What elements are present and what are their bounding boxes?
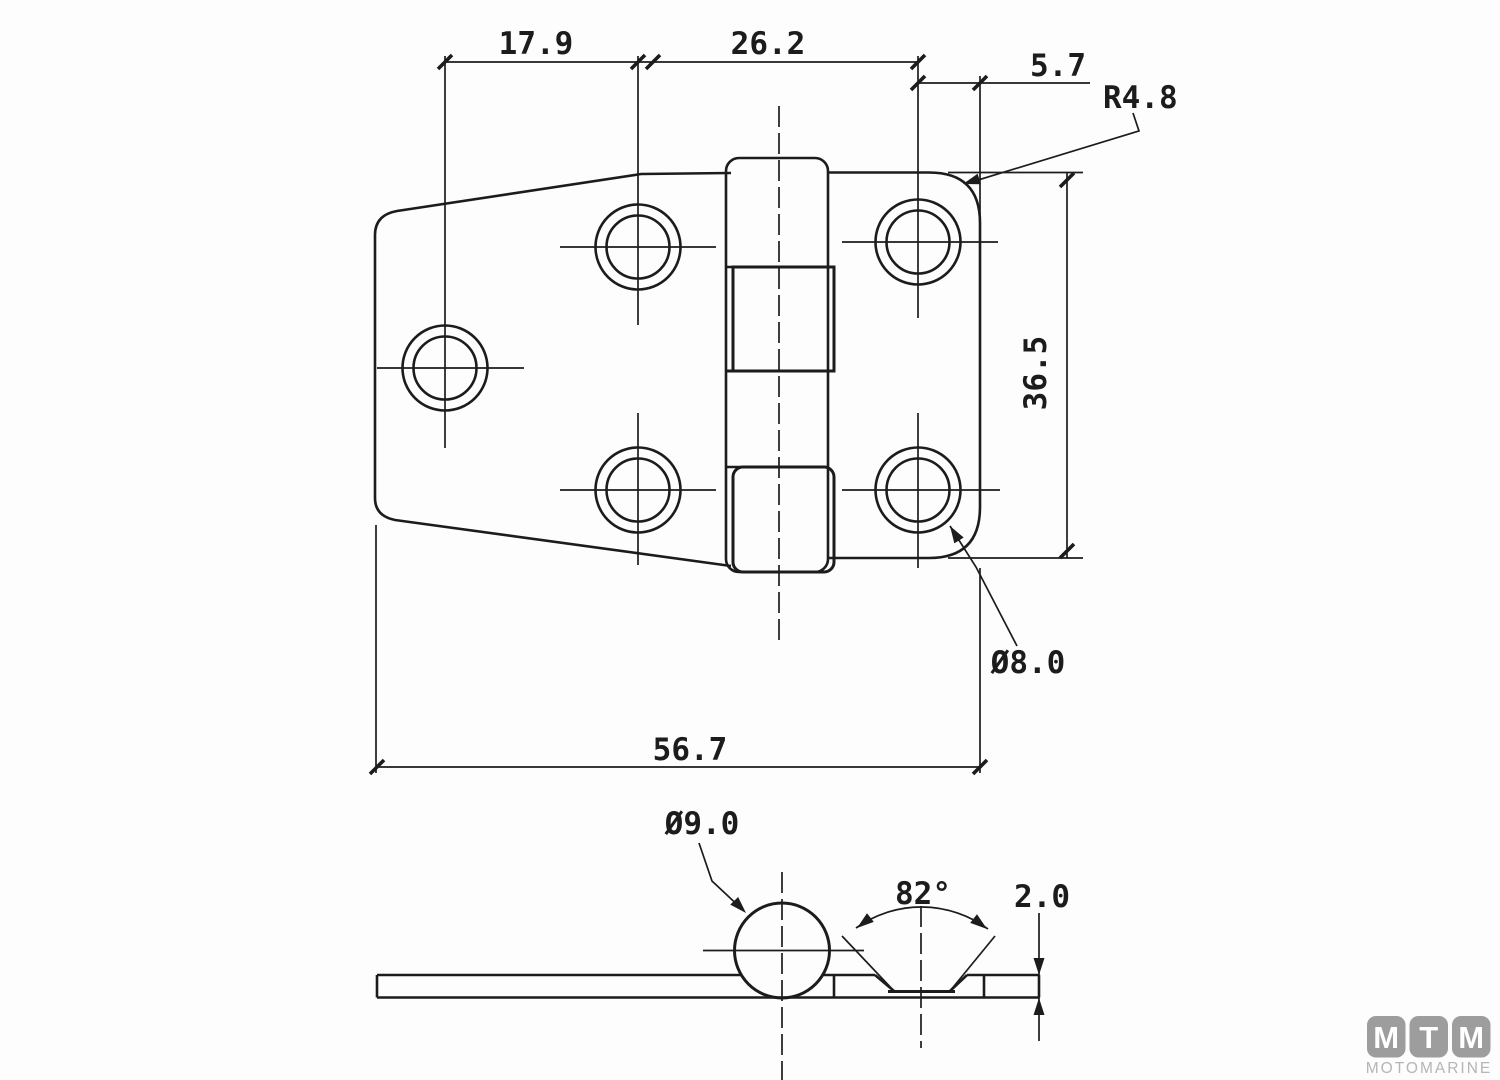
radius-callout-r4-8: R4.8	[963, 80, 1178, 185]
thickness-arrow-down	[1033, 958, 1045, 975]
dimension-tick	[436, 53, 454, 71]
radius-text: R4.8	[1103, 80, 1178, 116]
leader-arrowhead	[950, 526, 964, 544]
dimension-tick	[971, 74, 989, 92]
mounting-hole-bottom-left	[560, 413, 716, 565]
barrel-body	[724, 156, 830, 574]
dimension-82-deg: 82°	[855, 876, 989, 930]
countersink-section	[841, 906, 996, 1048]
logo-letter-m1: M	[1373, 1020, 1399, 1055]
leader-arrowhead	[963, 173, 981, 185]
dimension-text-2-0: 2.0	[1014, 879, 1070, 915]
hinge-barrel	[724, 106, 836, 645]
logo-box-2	[1409, 1016, 1448, 1058]
logo-letter-t: T	[1419, 1020, 1438, 1055]
left-leaf-outline	[373, 171, 732, 568]
dimension-5-7: 5.7	[909, 48, 1090, 92]
logo-box-1	[1367, 1016, 1406, 1058]
side-barrel	[703, 872, 864, 1080]
dimension-tick	[1058, 542, 1076, 560]
right-leaf-outline	[829, 171, 982, 560]
angle-extension-right	[949, 935, 996, 992]
dimension-17-9: 17.9	[436, 26, 647, 71]
thickness-arrow-up	[1033, 998, 1045, 1015]
angle-arc	[855, 906, 989, 930]
mtm-motomarine-logo: M T M MOTOMARINE	[1366, 1016, 1493, 1077]
dimension-36-5: 36.5	[1018, 171, 1076, 560]
logo-box-3	[1452, 1016, 1491, 1058]
dimension-tick	[909, 74, 927, 92]
hole-callout-text: Ø8.0	[990, 645, 1066, 681]
mounting-hole-top-right	[842, 198, 998, 286]
angle-text-82: 82°	[895, 876, 951, 912]
logo-letter-m2: M	[1458, 1020, 1484, 1055]
barrel-leader-line	[698, 842, 745, 912]
side-plate	[375, 973, 1041, 999]
leader-arrowhead	[730, 896, 746, 913]
dimension-text-26-2: 26.2	[731, 26, 806, 62]
hinge-side-view: 82° Ø9.0 2.0	[375, 806, 1070, 1080]
barrel-callout-text: Ø9.0	[664, 806, 740, 842]
radius-leader-line	[964, 112, 1141, 185]
hinge-top-view: 17.9 26.2 5.7 R4.8 36.5	[368, 26, 1178, 776]
hole-callout-d8-0: Ø8.0	[949, 525, 1066, 681]
dimension-26-2: 26.2	[638, 26, 927, 71]
dimension-tick	[644, 53, 662, 71]
dimension-2-0: 2.0	[1014, 879, 1070, 1041]
dimension-tick	[1058, 171, 1076, 189]
angle-extension-left	[841, 935, 895, 992]
mounting-hole-mid-left	[377, 324, 524, 412]
logo-subtitle: MOTOMARINE	[1366, 1060, 1493, 1077]
barrel-callout-d9-0: Ø9.0	[664, 806, 746, 913]
angle-arrowhead-right	[970, 914, 987, 929]
mounting-holes	[377, 198, 1000, 568]
dimension-tick	[368, 758, 386, 776]
dimension-text-17-9: 17.9	[499, 26, 574, 62]
mounting-hole-bottom-right	[842, 413, 1000, 568]
knuckle-offset-lower	[731, 465, 836, 574]
dimension-text-5-7: 5.7	[1030, 48, 1086, 84]
dimension-tick	[971, 758, 989, 776]
hole-leader-line	[949, 525, 1018, 647]
dimension-tick	[909, 53, 927, 71]
angle-arrowhead-left	[857, 913, 874, 928]
dimension-56-7: 56.7	[368, 732, 989, 776]
dimension-text-56-7: 56.7	[653, 732, 728, 768]
knuckle-offset-upper	[731, 265, 836, 373]
dimension-text-36-5: 36.5	[1018, 336, 1054, 411]
